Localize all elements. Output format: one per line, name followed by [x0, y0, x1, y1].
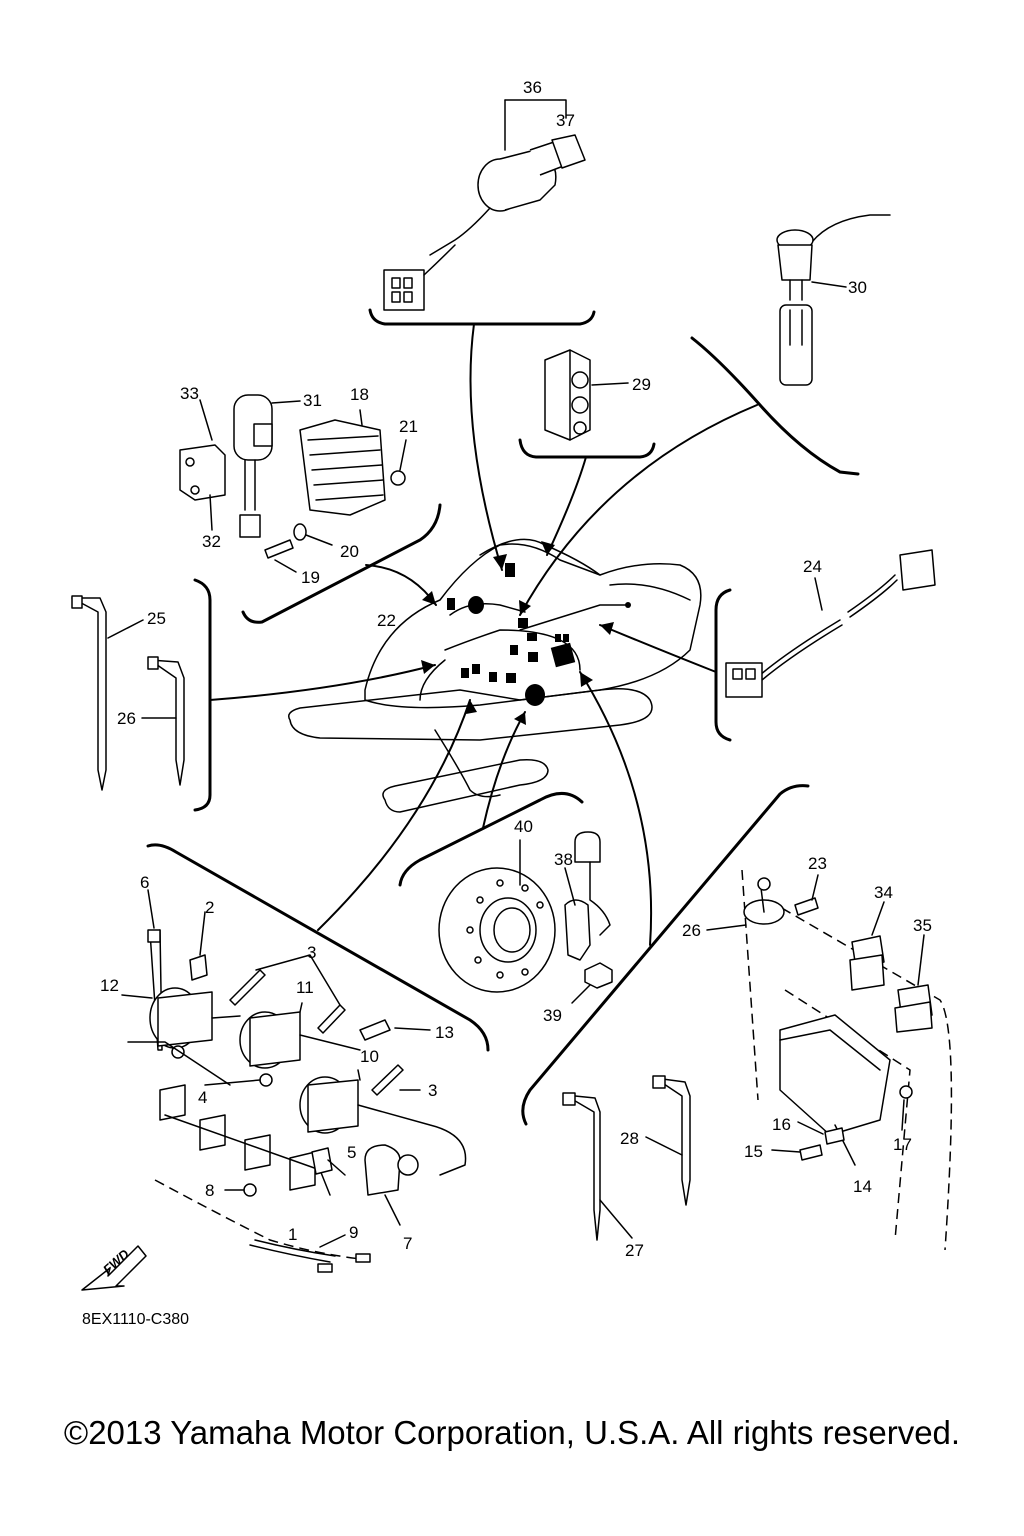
callout-21: 21 [399, 417, 418, 436]
callout-5: 5 [347, 1143, 356, 1162]
pickup-assembly [438, 831, 613, 1004]
callout-1: 1 [288, 1225, 297, 1244]
sub-harness-24 [725, 549, 936, 698]
callout-28: 28 [620, 1129, 639, 1148]
callout-23: 23 [808, 854, 827, 873]
callout-22: 22 [377, 611, 396, 630]
callout-20: 20 [340, 542, 359, 561]
main-switch-assembly [383, 99, 586, 311]
copyright-notice: ©2013 Yamaha Motor Corporation, U.S.A. A… [63, 1414, 961, 1451]
callout-33: 33 [180, 384, 199, 403]
tie-straps-left [71, 595, 185, 791]
ignition-coil-group [121, 889, 467, 1273]
callout-29: 29 [632, 375, 651, 394]
callout-9: 9 [349, 1223, 358, 1242]
callout-11: 11 [296, 978, 314, 997]
callout-40: 40 [514, 817, 533, 836]
callout-19: 19 [301, 568, 320, 587]
callout-6: 6 [140, 873, 149, 892]
callout-37: 37 [556, 111, 575, 130]
callout-30: 30 [848, 278, 867, 297]
callout-4: 4 [198, 1088, 207, 1107]
snowmobile-outline [288, 538, 702, 813]
group-brackets [146, 308, 860, 1126]
callout-25: 25 [147, 609, 166, 628]
fwd-arrow-icon: FWD [81, 1245, 147, 1291]
leader-sweeps [209, 323, 758, 946]
callout-38: 38 [554, 850, 573, 869]
callout-12: 12 [100, 976, 119, 995]
cdi-group [562, 869, 953, 1251]
callout-31: 31 [303, 391, 322, 410]
callout-16: 16 [772, 1115, 791, 1134]
callout-27: 27 [625, 1241, 644, 1260]
callout-7: 7 [403, 1234, 412, 1253]
callout-34: 34 [874, 883, 893, 902]
callout-26-left: 26 [117, 709, 136, 728]
callout-10: 10 [360, 1047, 379, 1066]
callout-14: 14 [853, 1177, 872, 1196]
diagram-code: 8EX1110-C380 [82, 1311, 189, 1328]
harness-clamp-29 [544, 349, 629, 441]
sensor-30 [776, 214, 891, 386]
callout-8: 8 [205, 1181, 214, 1200]
callout-35: 35 [913, 916, 932, 935]
callout-labels: 36 37 30 29 33 31 18 21 32 20 19 25 22 2… [82, 78, 932, 1328]
callout-39: 39 [543, 1006, 562, 1025]
callout-3-bottom: 3 [428, 1081, 437, 1100]
callout-18: 18 [350, 385, 369, 404]
callout-15: 15 [744, 1142, 763, 1161]
callout-17: 17 [893, 1135, 912, 1154]
regulator-assembly [179, 394, 407, 573]
callout-2: 2 [205, 898, 214, 917]
callout-13: 13 [435, 1023, 454, 1042]
callout-26-right: 26 [682, 921, 701, 940]
callout-32: 32 [202, 532, 221, 551]
callout-3-top: 3 [307, 943, 316, 962]
callout-36: 36 [523, 78, 542, 97]
callout-24: 24 [803, 557, 822, 576]
